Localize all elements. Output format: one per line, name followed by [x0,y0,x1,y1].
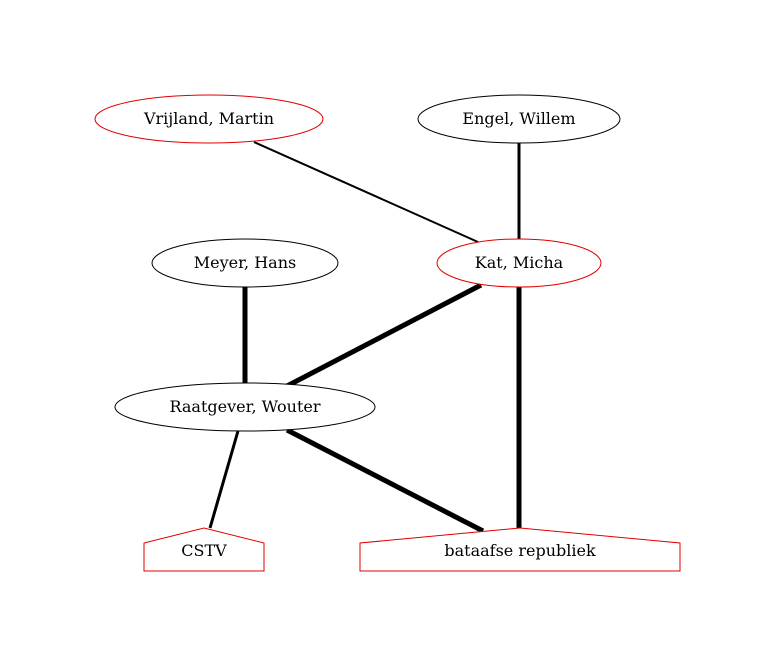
edge-layer [208,141,522,534]
edge-vrijland-kat [253,141,479,243]
node-bataafse-shape [359,527,681,572]
node-raatgever-label: Raatgever, Wouter [169,397,320,416]
node-cstv-label: CSTV [181,541,227,560]
node-meyer-label: Meyer, Hans [194,253,296,272]
node-kat-label: Kat, Micha [475,253,564,272]
node-engel-label: Engel, Willem [462,109,575,128]
node-vrijland-shape [94,94,324,144]
edge-raatgever-cstv [208,430,240,529]
node-meyer-shape [151,238,339,288]
node-raatgever[interactable]: Raatgever, Wouter [114,382,376,432]
node-cstv-shape [143,527,265,572]
node-engel[interactable]: Engel, Willem [417,94,621,144]
node-cstv[interactable]: CSTV [143,527,265,572]
node-bataafse-label: bataafse republiek [444,541,596,560]
node-layer: Vrijland, Martin Engel, Willem Meyer, Ha… [94,94,681,572]
node-kat[interactable]: Kat, Micha [436,238,602,288]
edge-raatgever-bataafse [285,427,485,534]
edge-kat-raatgever [285,282,483,389]
node-engel-shape [417,94,621,144]
node-vrijland[interactable]: Vrijland, Martin [94,94,324,144]
node-vrijland-label: Vrijland, Martin [143,109,274,128]
node-bataafse[interactable]: bataafse republiek [359,527,681,572]
node-kat-shape [436,238,602,288]
node-meyer[interactable]: Meyer, Hans [151,238,339,288]
node-raatgever-shape [114,382,376,432]
